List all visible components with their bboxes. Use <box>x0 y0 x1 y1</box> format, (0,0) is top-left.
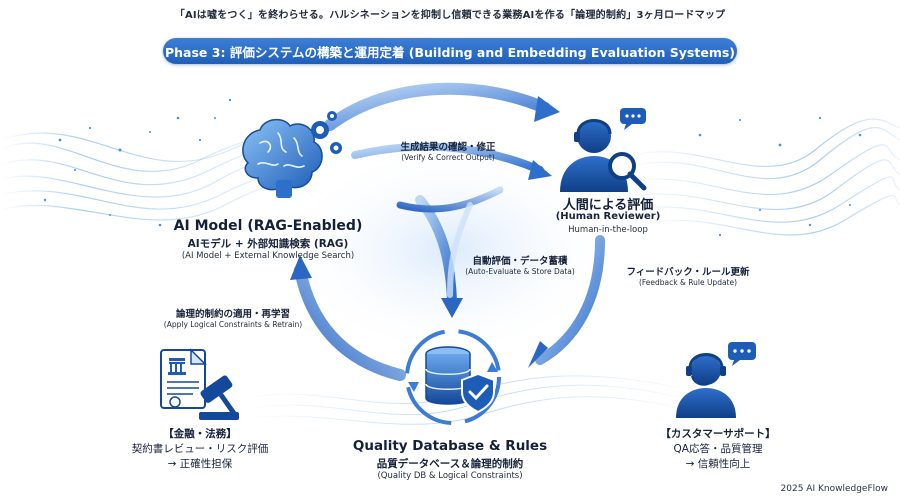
roadmap-subtitle: 「AIは嘘をつく」を終わらせる。ハルシネーションを抑制し信頼できる業務AIを作る… <box>174 10 726 21</box>
edge-auto-label: 自動評価・データ蓄積 <box>472 256 568 267</box>
database-shield-icon <box>398 322 508 432</box>
headset-reviewer-icon <box>552 106 662 194</box>
support-agent-icon <box>672 340 762 420</box>
human-in-the-loop-label: Human-in-the-loop <box>568 225 648 235</box>
human-reviewer-title: 人間による評価 <box>562 198 654 213</box>
database-english: (Quality DB & Logical Constraints) <box>377 471 523 481</box>
edge-apply-label: 論理的制約の適用・再学習 <box>175 309 290 320</box>
support-case-task: QA応答・品質管理 <box>673 443 763 455</box>
ai-model-subtitle: AIモデル + 外部知識検索 (RAG) <box>187 238 349 250</box>
edge-apply-english: (Apply Logical Constraints & Retrain) <box>163 320 303 329</box>
database-subtitle: 品質データベース＆論理的制約 <box>376 458 524 470</box>
finance-case-outcome: → 正確性担保 <box>167 458 233 470</box>
speech-bubble-icon <box>728 342 756 366</box>
speech-bubble-icon <box>620 108 646 130</box>
support-case-outcome: → 信頼性向上 <box>685 458 751 470</box>
finance-case-heading: 【金融・法務】 <box>163 428 237 440</box>
ai-model-english: (AI Model + External Knowledge Search) <box>181 251 355 261</box>
edge-auto-english: (Auto-Evaluate & Store Data) <box>465 267 575 276</box>
database-title: Quality Database & Rules <box>352 438 548 454</box>
ai-model-title: AI Model (RAG-Enabled) <box>173 218 363 234</box>
edge-feedback-english: (Feedback & Rule Update) <box>638 278 738 287</box>
human-reviewer-english: (Human Reviewer) <box>555 211 661 222</box>
edge-verify-english: (Verify & Correct Output) <box>401 153 495 162</box>
contract-gavel-icon <box>155 346 245 422</box>
edge-feedback-label: フィードバック・ルール更新 <box>626 267 750 278</box>
footer-credit: 2025 AI KnowledgeFlow <box>780 484 888 494</box>
support-case-heading: 【カスタマーサポート】 <box>660 428 776 440</box>
phase-title: Phase 3: 評価システムの構築と運用定着 (Building and Em… <box>165 44 735 60</box>
edge-verify-label: 生成結果の確認・修正 <box>400 142 496 153</box>
finance-case-task: 契約書レビュー・リスク評価 <box>131 443 269 455</box>
brain-gears-icon <box>228 108 348 208</box>
phase-title-banner: Phase 3: 評価システムの構築と運用定着 (Building and Em… <box>163 38 737 64</box>
